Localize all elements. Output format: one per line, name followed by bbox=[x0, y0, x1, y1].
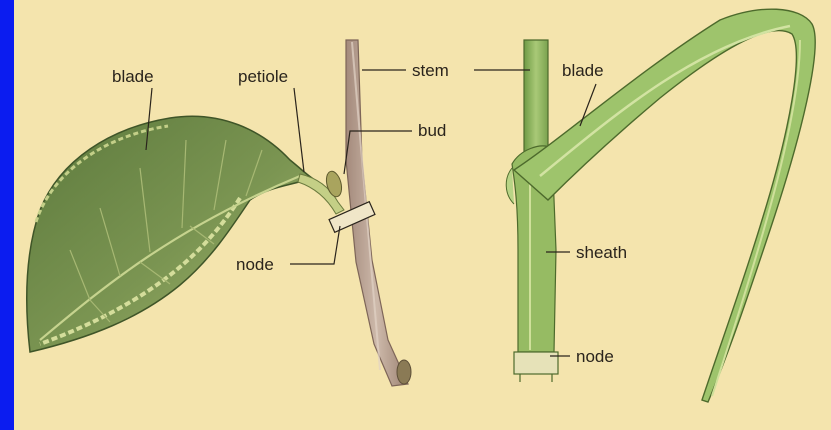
label-node-right-text: node bbox=[576, 347, 614, 366]
label-sheath-text: sheath bbox=[576, 243, 627, 262]
label-bud-text: bud bbox=[418, 121, 446, 140]
label-node-left-text: node bbox=[236, 255, 274, 274]
label-petiole-text: petiole bbox=[238, 67, 288, 86]
label-blade-left-text: blade bbox=[112, 67, 154, 86]
grass-node bbox=[514, 352, 558, 374]
lower-bud bbox=[397, 360, 411, 384]
label-stem-left-text: stem bbox=[412, 61, 449, 80]
label-blade-right-text: blade bbox=[562, 61, 604, 80]
